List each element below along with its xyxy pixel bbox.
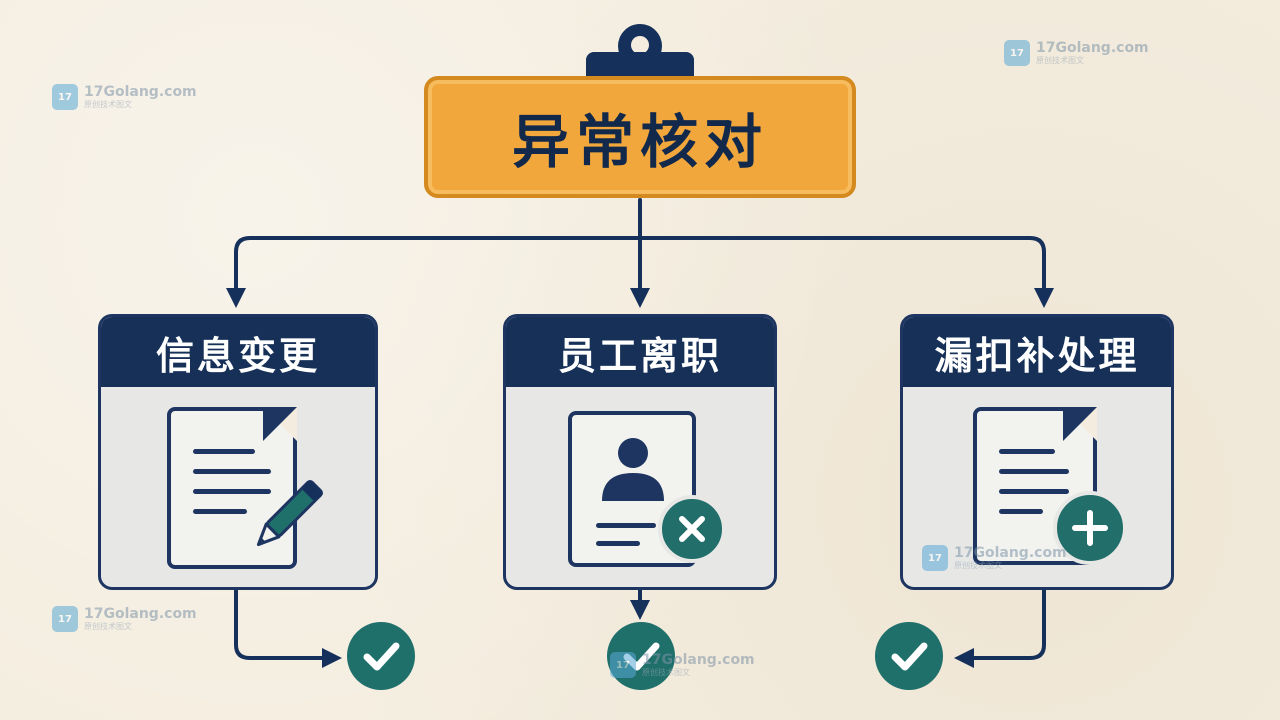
card-info-change: 信息变更 [98,314,378,590]
watermark-text: 17Golang.com [642,652,755,668]
card-label: 漏扣补处理 [934,333,1140,378]
check-icon [607,622,675,690]
watermark-sub: 原创技术图文 [84,100,132,109]
watermark-sub: 原创技术图文 [642,668,690,677]
watermark-logo-icon: 17 [1004,40,1030,66]
watermark-text: 17Golang.com [84,606,197,622]
card-header: 员工离职 [506,317,774,387]
watermark-logo-icon: 17 [922,545,948,571]
connector-right-out [954,588,1046,668]
watermark-sub: 原创技术图文 [84,622,132,631]
card-missed-deduction: 漏扣补处理 [900,314,1174,590]
card-label: 信息变更 [155,333,320,378]
connector-left-out [234,588,342,668]
watermark-sub: 原创技术图文 [1036,56,1084,65]
check-icon [875,622,943,690]
check-icon [347,622,415,690]
card-header: 漏扣补处理 [903,317,1171,387]
page-title: 异常核对 [511,108,768,176]
title-banner: 异常核对 [424,76,856,198]
watermark-text: 17Golang.com [954,545,1067,561]
watermark-text: 17Golang.com [84,84,197,100]
add-badge-icon [1053,491,1127,565]
pencil-icon [256,479,324,547]
close-badge-icon [658,495,726,563]
connector-left [226,236,642,308]
card-label: 员工离职 [557,333,722,378]
connector-right [638,236,1054,308]
person-icon [602,438,664,501]
watermark-logo-icon: 17 [52,606,78,632]
watermark-text: 17Golang.com [1036,40,1149,56]
card-header: 信息变更 [101,317,375,387]
watermark-sub: 原创技术图文 [954,561,1002,570]
watermark-logo-icon: 17 [610,652,636,678]
watermark-logo-icon: 17 [52,84,78,110]
document-icon [167,407,297,569]
card-resignation: 员工离职 [503,314,777,590]
